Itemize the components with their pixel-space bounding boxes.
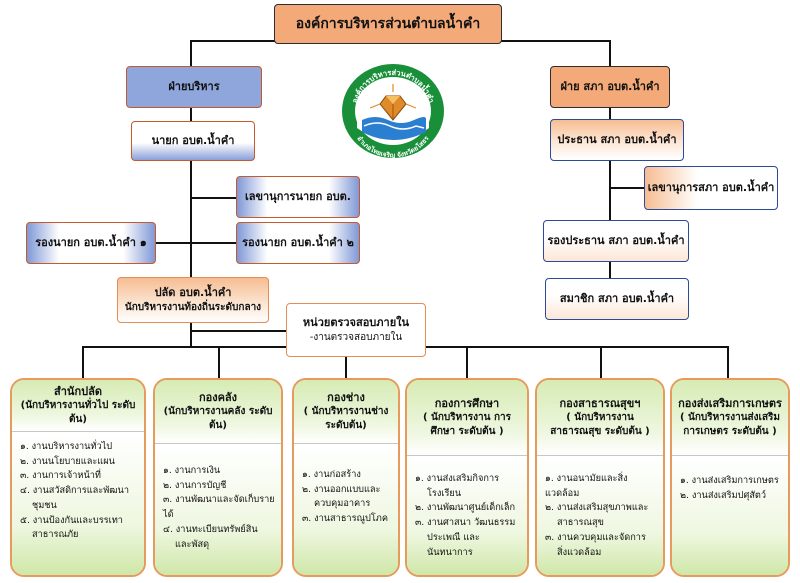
- task-item: ๔. งานทะเบียนทรัพย์สิน: [163, 523, 258, 535]
- task-item: ๑. งานการเงิน: [163, 465, 221, 476]
- department-subtitle: ( นักบริหารงาน สาธารณสุข ระดับต้น ): [550, 412, 650, 437]
- deputy-mayor-2-box: รองนายก อบต.น้ำคำ ๒: [236, 222, 360, 264]
- mayor-secretary-box: เลขานุการนายก อบต.: [236, 176, 360, 218]
- department-card: กองคลัง (นักบริหารงานคลัง ระดับต้น) ๑. ง…: [153, 378, 283, 577]
- task-item: ๑. งานก่อสร้าง: [302, 469, 361, 480]
- admin-division: ฝ่ายบริหาร: [126, 66, 262, 108]
- department-header: กองช่าง ( นักบริหารงานช่าง ระดับต้น): [294, 380, 398, 444]
- department-header: สำนักปลัด (นักบริหารงานทั่วไป ระดับต้น): [12, 380, 144, 432]
- department-title: กองช่าง: [327, 390, 365, 404]
- organization-logo: องค์การบริหารส่วนตำบลน้ำคำ อำเภอไทยเจริญ…: [342, 64, 444, 159]
- task-item: ๓. งานพัฒนาและจัดเก็บรายได้: [163, 494, 275, 521]
- department-header: กองส่งเสริมการเกษตร ( นักบริหารงานส่งเสร…: [672, 380, 788, 456]
- task-item: และพัสดุ: [175, 538, 210, 550]
- connector: [609, 40, 611, 66]
- connector: [609, 108, 611, 280]
- connector: [190, 40, 192, 66]
- task-item: ๕. งานป้องกันและบรรเทา: [20, 514, 123, 526]
- chief-administrator-box: ปลัด อบต.น้ำคำ นักบริหารงานท้องถิ่นระดับ…: [117, 277, 269, 323]
- council-secretary-box: เลขานุการสภา อบต.น้ำคำ: [644, 166, 778, 210]
- department-task-list: ๑. งานก่อสร้าง ๒. งานออกแบบและ ควบคุมอาค…: [294, 446, 398, 575]
- department-card: กองช่าง ( นักบริหารงานช่าง ระดับต้น) ๑. …: [292, 378, 400, 577]
- connector: [345, 346, 347, 380]
- task-item: ๒. งานการบัญชี: [163, 479, 227, 491]
- connector: [190, 197, 236, 199]
- task-item: สิ่งแวดล้อม: [557, 546, 602, 558]
- department-subtitle: ( นักบริหารงาน การศึกษา ระดับต้น ): [422, 412, 512, 437]
- department-subtitle: (นักบริหารงานทั่วไป ระดับต้น): [20, 400, 136, 425]
- internal-audit-task: -งานตรวจสอบภายใน: [309, 331, 403, 343]
- task-item: สาธารณภัย: [32, 529, 79, 541]
- connector: [609, 187, 645, 189]
- department-title: กองคลัง: [198, 390, 238, 404]
- task-item: ๒. งานส่งเสริมสุขภาพและ: [545, 502, 649, 514]
- connector: [190, 330, 286, 332]
- department-header: กองสาธารณสุขฯ ( นักบริหารงาน สาธารณสุข ร…: [537, 380, 663, 456]
- task-item: ๓. งานการเจ้าหน้าที่: [20, 470, 101, 482]
- task-item: ๓. งานควบคุมและจัดการ: [545, 531, 646, 543]
- department-subtitle: ( นักบริหารงานช่าง ระดับต้น): [303, 406, 389, 431]
- department-title: กองสาธารณสุขฯ: [559, 396, 641, 410]
- task-item: ๒. งานส่งเสริมปศุสัตว์: [680, 489, 767, 501]
- task-item: ๒. งานนโยบายและแผน: [20, 455, 115, 467]
- deputy-mayor-1-box: รองนายก อบต.น้ำคำ ๑: [26, 222, 156, 264]
- task-item: ๓. งานศาสนา วัฒนธรรม: [415, 517, 516, 529]
- connector: [190, 322, 192, 346]
- department-task-list: ๑. งานการเงิน ๒. งานการบัญชี ๓. งานพัฒนา…: [155, 446, 281, 575]
- connector: [140, 242, 236, 244]
- council-division: ฝ่าย สภา อบต.น้ำคำ: [550, 66, 670, 108]
- department-title: กองส่งเสริมการเกษตร: [678, 396, 782, 410]
- connector: [466, 346, 468, 380]
- connector: [190, 108, 192, 278]
- internal-audit-box: หน่วยตรวจสอบภายใน -งานตรวจสอบภายใน: [286, 303, 426, 357]
- mayor-box: นายก อบต.น้ำคำ: [131, 121, 255, 161]
- task-item: ๑. งานส่งเสริมการเกษตร: [680, 475, 779, 486]
- internal-audit-title: หน่วยตรวจสอบภายใน: [302, 315, 410, 329]
- task-item: ควบคุมอาคาร: [314, 498, 371, 510]
- task-item: โรงเรียน: [427, 487, 462, 499]
- department-task-list: ๑. งานอนามัยและสิ่งแวดล้อม ๒. งานส่งเสริ…: [537, 458, 663, 575]
- department-header: กองคลัง (นักบริหารงานคลัง ระดับต้น): [155, 380, 281, 444]
- task-item: ๒. งานออกแบบและ: [302, 483, 381, 495]
- department-card: กองส่งเสริมการเกษตร ( นักบริหารงานส่งเสร…: [670, 378, 790, 577]
- chief-administrator-level: นักบริหารงานท้องถิ่นระดับกลาง: [124, 301, 262, 313]
- task-item: สาธารณสุข: [557, 517, 604, 529]
- department-title: สำนักปลัด: [54, 384, 102, 398]
- department-title: กองการศึกษา: [434, 396, 500, 410]
- chief-administrator-title: ปลัด อบต.น้ำคำ: [154, 285, 232, 299]
- department-task-list: ๑. งานส่งเสริมการเกษตร ๒. งานส่งเสริมปศุ…: [672, 458, 788, 575]
- task-item: ๒. งานพัฒนาศูนย์เด็กเล็ก: [415, 502, 516, 514]
- task-item: ประเพณี และนันทนาการ: [427, 531, 480, 558]
- department-header: กองการศึกษา ( นักบริหารงาน การศึกษา ระดั…: [407, 380, 527, 456]
- council-vice-chair-box: รองประธาน สภา อบต.น้ำคำ: [543, 220, 689, 262]
- org-title: องค์การบริหารส่วนตำบลน้ำคำ: [274, 4, 502, 44]
- connector: [600, 346, 602, 380]
- department-task-list: ๑. งานบริหารงานทั่วไป ๒. งานนโยบายและแผน…: [12, 434, 144, 575]
- department-card: สำนักปลัด (นักบริหารงานทั่วไป ระดับต้น) …: [10, 378, 146, 577]
- task-item: ๑. งานอนามัยและสิ่งแวดล้อม: [545, 473, 628, 499]
- council-chair-box: ประธาน สภา อบต.น้ำคำ: [550, 119, 684, 161]
- department-card: กองการศึกษา ( นักบริหารงาน การศึกษา ระดั…: [405, 378, 529, 577]
- department-task-list: ๑. งานส่งเสริมกิจการ โรงเรียน ๒. งานพัฒน…: [407, 458, 527, 575]
- department-subtitle: ( นักบริหารงานส่งเสริม การเกษตร ระดับต้น…: [679, 412, 781, 437]
- department-card: กองสาธารณสุขฯ ( นักบริหารงาน สาธารณสุข ร…: [535, 378, 665, 577]
- council-member-box: สมาชิก สภา อบต.น้ำคำ: [545, 278, 689, 320]
- task-item: ๔. งานสวัสดิการและพัฒนา: [20, 485, 129, 497]
- connector: [82, 346, 84, 380]
- task-item: ชุมชน: [32, 499, 57, 511]
- connector: [727, 346, 729, 380]
- task-item: ๓. งานสาธารณูปโภค: [302, 513, 389, 525]
- department-subtitle: (นักบริหารงานคลัง ระดับต้น): [163, 406, 273, 431]
- connector: [218, 346, 220, 380]
- task-item: ๑. งานส่งเสริมกิจการ: [415, 473, 500, 484]
- task-item: ๑. งานบริหารงานทั่วไป: [20, 441, 113, 452]
